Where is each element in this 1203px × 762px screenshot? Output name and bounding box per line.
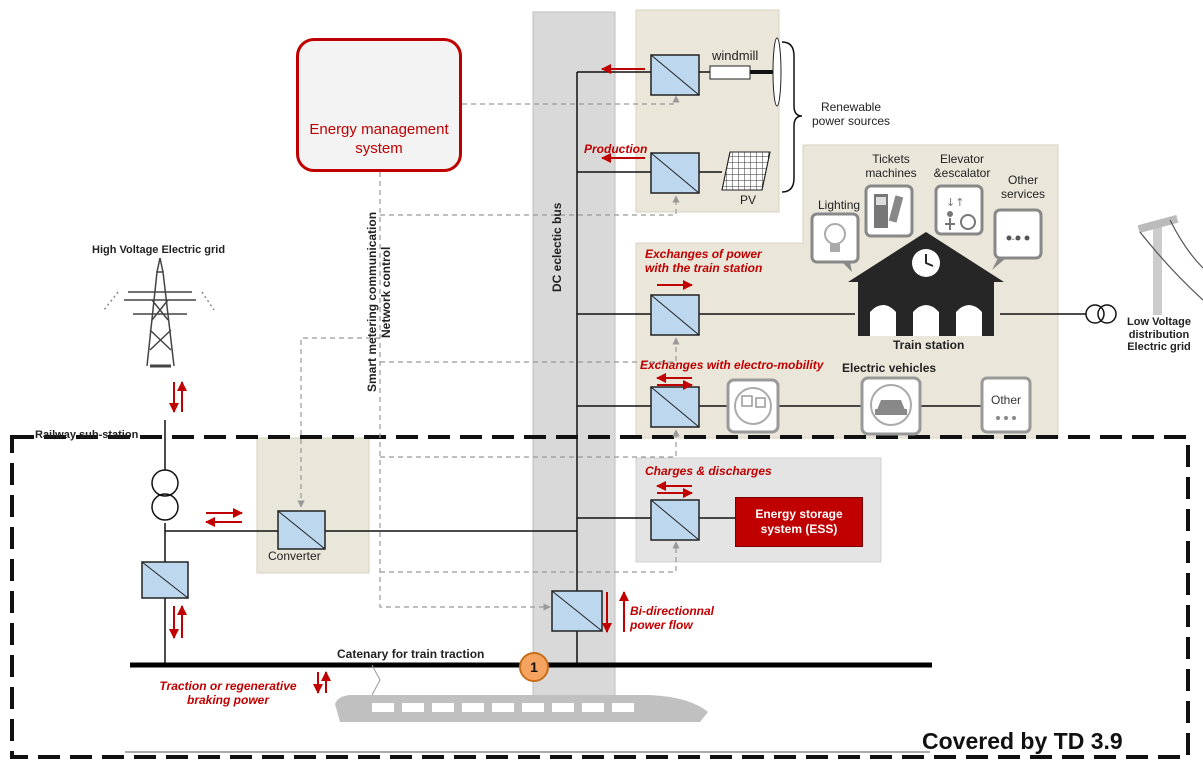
converter-substation: [277, 510, 326, 550]
substation-border: [10, 435, 1190, 759]
lighting-label: Lighting: [818, 198, 861, 212]
train-station-label: Train station: [893, 338, 965, 352]
bidirectional-label: Bi-directionnal power flow: [630, 604, 715, 632]
pv-panel-icon: [721, 151, 771, 191]
exchanges-mobility-label: Exchanges with electro-mobility: [640, 358, 824, 372]
svg-text:↓↑: ↓↑: [946, 196, 964, 209]
power-lines: [164, 71, 1086, 664]
converter-pv: [650, 152, 700, 194]
catenary-label: Catenary for train traction: [337, 647, 485, 661]
other-services-icon: [992, 208, 1043, 270]
windmill-label: windmill: [712, 48, 759, 63]
lv-grid-label: Low Voltage distribution Electric grid: [1127, 316, 1191, 354]
flow-arrows: [169, 64, 693, 694]
charges-label: Charges & discharges: [645, 464, 772, 478]
e-mobility-icon: [726, 378, 780, 434]
other-vehicles-label: Other: [990, 393, 1021, 407]
ems-label: Energy management system: [309, 121, 449, 157]
lighting-icon: [810, 212, 860, 272]
lv-transformer-icon: [1085, 304, 1117, 324]
energy-management-system-box: Energy management system: [296, 38, 462, 172]
converter-label: Converter: [268, 549, 321, 563]
train-station-icon: [848, 232, 1004, 336]
converter-windmill: [650, 54, 700, 96]
other-services-label: Other services: [1000, 173, 1045, 201]
dc-bus-bar: [532, 11, 616, 705]
railway-substation-label: Railway sub-station: [35, 429, 139, 441]
train-icon: [335, 664, 708, 722]
control-lines: [297, 95, 680, 611]
exchanges-power-label: Exchanges of power with the train statio…: [645, 247, 763, 275]
converter-icons: [141, 54, 700, 632]
tickets-label: Tickets machines: [865, 152, 917, 180]
converter-dc-catenary: [551, 590, 603, 632]
badge-number: 1: [530, 659, 538, 675]
converter-panel: [256, 437, 370, 574]
renewable-sources-label: Renewable power sources: [811, 100, 891, 128]
other-vehicles-icon: [980, 376, 1032, 434]
transformer-icon: [151, 469, 179, 521]
renewable-brace: [781, 41, 803, 193]
hv-pylon-icon: [103, 257, 215, 368]
converter-storage: [650, 499, 700, 541]
ess-box: Energy storage system (ESS): [735, 497, 863, 547]
elevator-accessibility-icon: ↓↑: [934, 184, 984, 236]
traction-label: Traction or regenerative braking power: [159, 679, 297, 707]
badge-circle: [519, 652, 549, 682]
lv-pole-icon: [1137, 214, 1203, 315]
more-services-text: ...: [1008, 229, 1019, 243]
network-control-label: Network control: [379, 246, 393, 338]
windmill-icon: [709, 37, 782, 107]
converter-station: [650, 294, 700, 336]
electric-car-icon: [860, 376, 922, 436]
ticket-machine-icon: [864, 184, 914, 238]
hv-grid-label: High Voltage Electric grid: [92, 244, 226, 256]
production-label: Production: [584, 142, 648, 156]
converter-rectifier: [141, 561, 189, 599]
covered-by-label: Covered by TD 3.9: [922, 728, 1123, 754]
electric-vehicles-label: Electric vehicles: [842, 361, 937, 375]
pv-label: PV: [740, 193, 757, 207]
dc-bus-label: DC eclectic bus: [550, 202, 564, 292]
elevator-label: Elevator &escalator: [933, 152, 991, 180]
converter-mobility: [650, 386, 700, 428]
smart-metering-label: Smart metering communication: [365, 211, 379, 392]
